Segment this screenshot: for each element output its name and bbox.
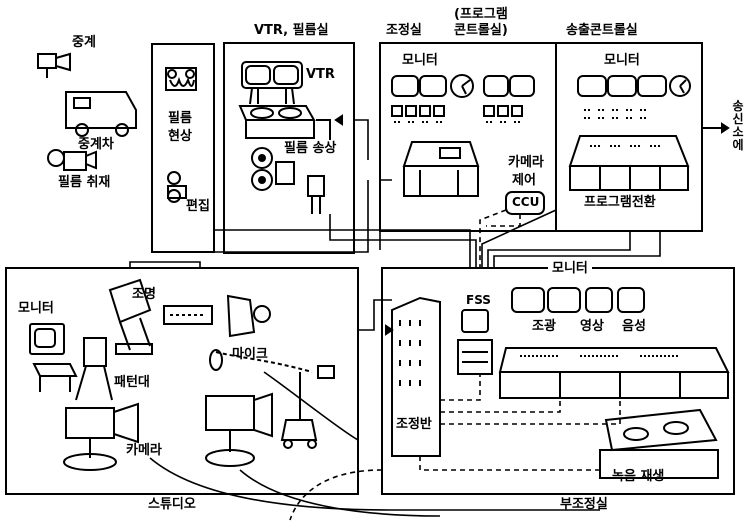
pattern-stand-icon xyxy=(75,337,113,401)
sub-monitors xyxy=(511,287,645,313)
label-program-control-2: 콘트롤실) xyxy=(454,23,508,38)
label-program-switch: 프로그램전환 xyxy=(584,195,656,210)
label-camera-control-2: 제어 xyxy=(512,173,536,188)
studio-camera-2 xyxy=(205,392,273,467)
label-to-transmitter: 송신소에 xyxy=(732,99,744,152)
label-mic: 마이크 xyxy=(232,347,268,362)
label-light-adjust: 조광 xyxy=(532,319,556,334)
studio-camera-1 xyxy=(63,402,139,471)
label-film-coverage: 필름 취재 xyxy=(58,175,111,190)
label-monitor-studio: 모니터 xyxy=(18,301,54,316)
label-adjust-panel: 조정반 xyxy=(396,417,432,432)
sub-console xyxy=(498,347,730,399)
label-relay: 중계 xyxy=(72,35,96,50)
label-edit: 편집 xyxy=(186,199,210,214)
label-vtr-film-room: VTR, 필름실 xyxy=(254,23,329,38)
developer-icon xyxy=(165,67,197,91)
light-fixture-2 xyxy=(163,305,213,325)
label-monitor-control: 모니터 xyxy=(402,53,438,68)
studio-room xyxy=(5,267,359,495)
label-sub-control: 부조정실 xyxy=(560,497,608,512)
label-film-develop-2: 현상 xyxy=(168,129,192,144)
label-vtr: VTR xyxy=(306,67,335,82)
arrow-to-vtr xyxy=(334,114,343,126)
control-console xyxy=(402,141,480,197)
label-film-transmit: 필름 송상 xyxy=(284,141,337,156)
arrow-to-panel xyxy=(385,324,394,336)
label-record-play: 녹음 재생 xyxy=(612,469,665,484)
relay-car-icon xyxy=(65,91,137,137)
dashed-cables xyxy=(289,209,621,521)
ccu-unit xyxy=(505,191,545,215)
label-audio: 음성 xyxy=(622,319,646,334)
label-video: 영상 xyxy=(580,319,604,334)
relay-camera-icon xyxy=(37,52,71,78)
label-fss: FSS xyxy=(466,293,491,307)
label-ccu: CCU xyxy=(512,195,540,209)
label-camera-control-1: 카메라 xyxy=(508,155,544,170)
label-program-control-1: (프로그램 xyxy=(454,7,508,22)
label-relay-car: 중계차 xyxy=(78,137,114,152)
light-fixture-1 xyxy=(108,278,153,355)
film-develop-room xyxy=(151,43,215,253)
adjust-panel-rack xyxy=(391,296,441,457)
tape-recorder-icon xyxy=(599,408,719,479)
studio-monitor-icon xyxy=(29,323,78,392)
vtr-film-room xyxy=(223,42,355,254)
label-tx-control-room: 송출콘트롤실 xyxy=(566,23,638,38)
control-monitors xyxy=(391,74,535,123)
label-camera: 카메라 xyxy=(126,443,162,458)
label-monitor-sub: 모니터 xyxy=(548,262,592,275)
vtr-machine-icon xyxy=(238,61,331,140)
label-control-room: 조정실 xyxy=(386,23,422,38)
mic-boom-icon xyxy=(209,349,335,449)
fss-unit xyxy=(457,309,493,375)
tx-control-room xyxy=(555,42,703,232)
film-projector-icon xyxy=(251,147,325,214)
label-film-develop-1: 필름 xyxy=(168,111,192,126)
label-lighting: 조명 xyxy=(132,287,156,302)
label-pattern-stand: 패턴대 xyxy=(114,375,150,390)
label-monitor-tx: 모니터 xyxy=(604,53,640,68)
signal-cables xyxy=(129,119,661,517)
label-studio: 스튜디오 xyxy=(148,497,196,512)
film-camera-icon xyxy=(47,149,97,171)
light-fixture-3 xyxy=(226,294,271,338)
tx-monitors xyxy=(577,75,691,119)
editor-icon xyxy=(167,171,187,203)
tx-console xyxy=(568,135,690,191)
